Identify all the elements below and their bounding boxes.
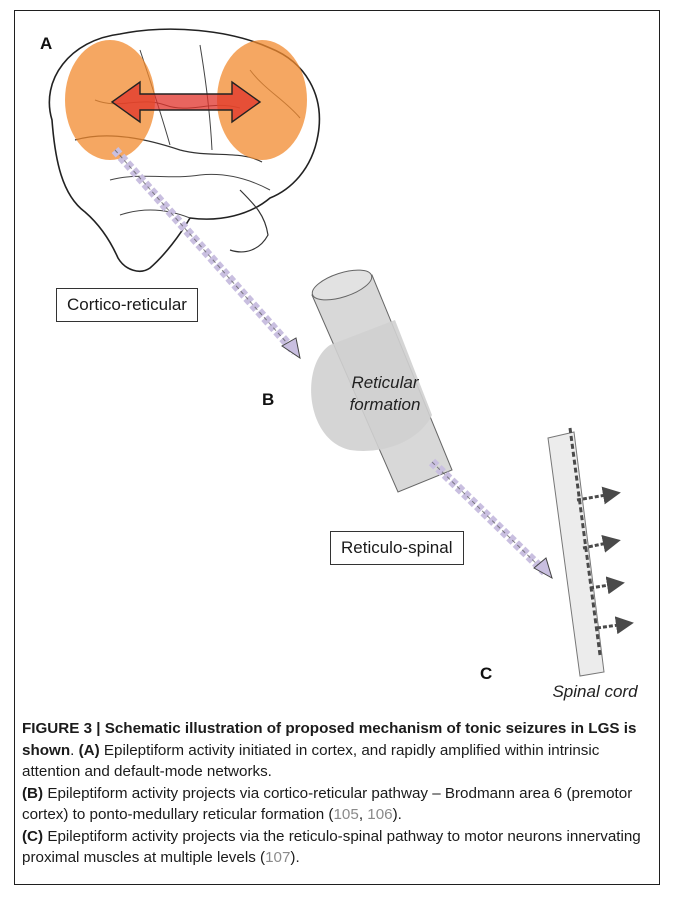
reticular-formation-label: Reticular formation — [330, 372, 440, 416]
caption-b-end: ). — [393, 806, 402, 823]
reticular-formation-line1: Reticular — [330, 372, 440, 394]
caption-c-label: (C) — [22, 828, 43, 845]
citation-107[interactable]: 107 — [265, 849, 290, 866]
caption-b-text: Epileptiform activity projects via corti… — [22, 785, 632, 824]
spinal-cord-label: Spinal cord — [540, 681, 650, 703]
caption-c-end: ). — [290, 849, 299, 866]
caption-b-label: (B) — [22, 785, 43, 802]
figure-caption: FIGURE 3 | Schematic illustration of pro… — [22, 718, 650, 869]
citation-106[interactable]: 106 — [367, 806, 392, 823]
caption-c-text: Epileptiform activity projects via the r… — [22, 828, 641, 867]
reticular-formation-line2: formation — [330, 394, 440, 416]
panel-label-b: B — [262, 390, 274, 410]
cortico-reticular-label: Cortico-reticular — [56, 288, 198, 322]
figure-illustration: A B C Cortico-reticular Reticulo-spinal … — [0, 0, 673, 700]
panel-label-a: A — [40, 34, 52, 54]
caption-b-sep: , — [359, 806, 367, 823]
schematic-svg — [0, 0, 673, 700]
panel-label-c: C — [480, 664, 492, 684]
citation-105[interactable]: 105 — [333, 806, 358, 823]
caption-a-label: (A) — [79, 742, 100, 759]
reticulo-spinal-label: Reticulo-spinal — [330, 531, 464, 565]
caption-a-text: Epileptiform activity initiated in corte… — [22, 742, 599, 781]
caption-title-end: . — [70, 742, 74, 759]
